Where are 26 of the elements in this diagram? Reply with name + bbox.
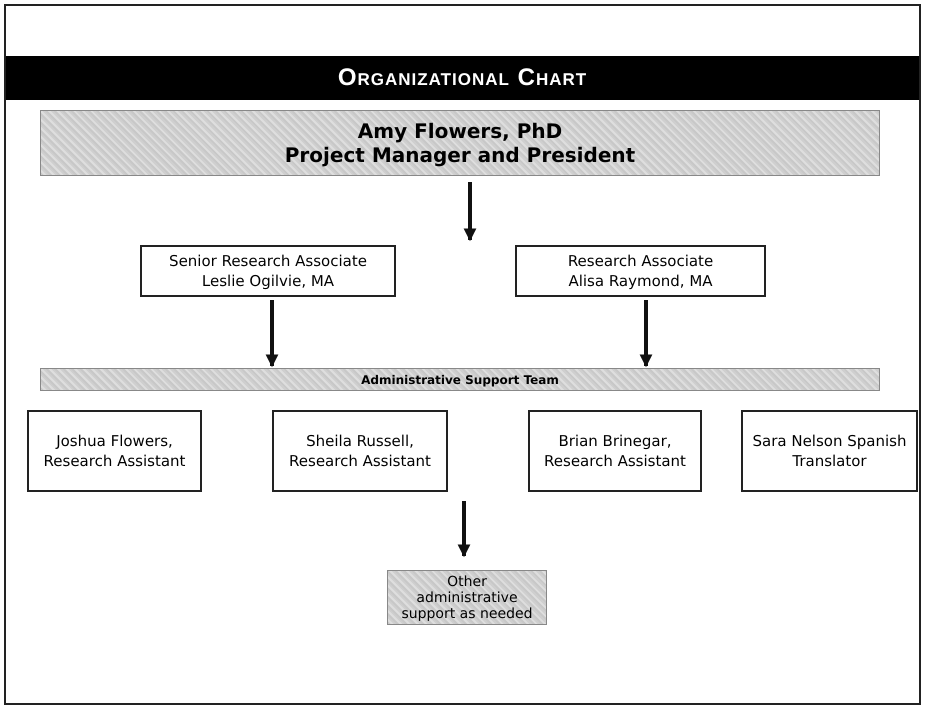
role-text: Brian Brinegar, Research Assistant: [543, 430, 687, 472]
arrow: [464, 182, 476, 242]
role-box: [27, 410, 202, 492]
role-box: [515, 245, 766, 297]
arrow: [458, 501, 470, 558]
role-text: Senior Research Associate: [169, 250, 367, 271]
role-text: Research Associate: [568, 250, 714, 271]
heading-text: Other administrative support as needed: [400, 574, 534, 622]
heading-text: Administrative Support Team: [361, 372, 559, 386]
banner-box: [40, 368, 880, 391]
arrow: [266, 300, 278, 368]
arrow: [640, 300, 652, 368]
role-text: Sara Nelson Spanish Translator: [752, 430, 908, 472]
title-bar: Organizational Chart: [6, 56, 919, 100]
heading-text: Project Manager and President: [284, 143, 636, 167]
role-text: Sheila Russell, Research Assistant: [288, 430, 432, 472]
role-box: [272, 410, 448, 492]
role-text: Alisa Raymond, MA: [568, 271, 713, 292]
role-text: Joshua Flowers, Research Assistant: [42, 430, 186, 472]
banner-box: [387, 570, 547, 625]
role-box: [528, 410, 702, 492]
role-box: [140, 245, 396, 297]
banner-box: [40, 110, 880, 176]
role-text: Leslie Ogilvie, MA: [202, 271, 334, 292]
heading-text: Amy Flowers, PhD: [358, 119, 562, 143]
role-box: [741, 410, 918, 492]
